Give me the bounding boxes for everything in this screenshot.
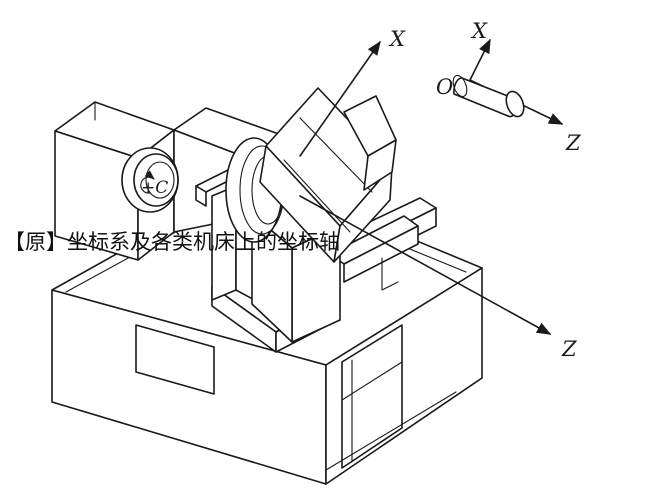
tool-cylinder <box>452 74 525 118</box>
x-axis-tool-label: X <box>470 19 488 43</box>
z-axis-tool-label: Z <box>565 131 581 155</box>
z-axis-main-label: Z <box>561 337 577 361</box>
main-axes: X Z <box>299 27 577 361</box>
figure-caption: 【原】坐标系及各类机床上的坐标轴 <box>4 230 340 254</box>
spindle: +C <box>121 147 179 213</box>
z-axis-main <box>299 195 552 335</box>
x-axis-main <box>299 40 381 157</box>
origin-label: O <box>436 75 453 99</box>
bed-chip-opening <box>341 324 403 469</box>
bed-front-window <box>135 324 215 395</box>
tool-head <box>259 87 397 263</box>
tool-coordinate-system: X Z O <box>436 19 581 155</box>
x-axis-main-label: X <box>388 27 406 51</box>
x-axis-tool <box>469 38 491 81</box>
spindle-c-label: +C <box>141 178 168 198</box>
